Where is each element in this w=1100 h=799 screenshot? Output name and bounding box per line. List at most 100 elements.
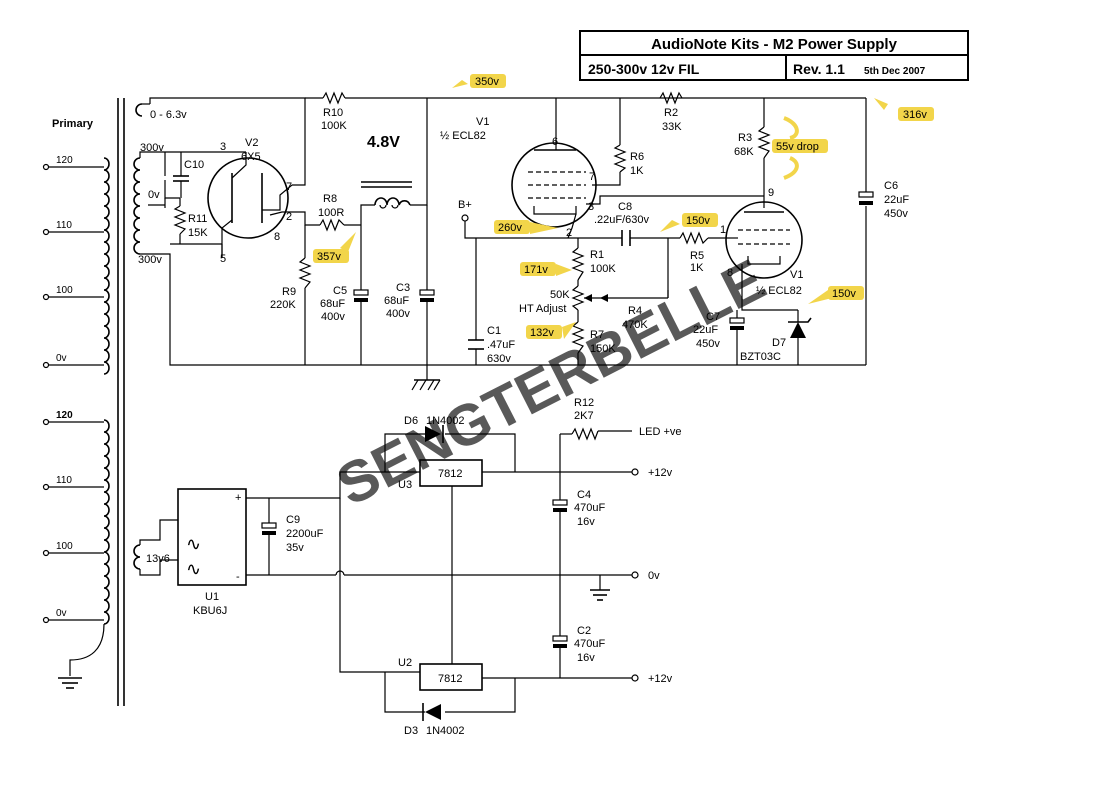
svg-text:C6: C6 <box>884 180 898 192</box>
tag-350v: 350v <box>452 74 506 88</box>
svg-text:6: 6 <box>552 136 558 148</box>
svg-text:260v: 260v <box>498 222 522 234</box>
svg-text:1: 1 <box>720 224 726 236</box>
capacitor-C2: C2 470uF 16v <box>552 625 605 664</box>
svg-text:C8: C8 <box>618 201 632 213</box>
resistor-R3: R3 68K <box>734 126 771 159</box>
resistor-R11: R11 15K <box>173 205 208 239</box>
resistor-R5: R5 1K <box>679 231 709 274</box>
primary-winding-1 <box>103 157 110 375</box>
resistor-R9: R9 220K <box>270 257 312 311</box>
revision-text: Rev. 1.1 <box>793 61 845 77</box>
svg-text:R9: R9 <box>282 286 296 298</box>
svg-text:R5: R5 <box>690 250 704 262</box>
svg-text:110: 110 <box>56 220 72 231</box>
resistor-R7: R7 150K <box>571 321 616 355</box>
svg-text:C4: C4 <box>577 489 591 501</box>
svg-text:R6: R6 <box>630 151 644 163</box>
potentiometer-ht-adjust[interactable]: 50K HT Adjust <box>519 285 592 315</box>
svg-text:450v: 450v <box>696 338 720 350</box>
svg-text:470K: 470K <box>622 319 648 331</box>
svg-text:1N4002: 1N4002 <box>426 415 465 427</box>
svg-text:16v: 16v <box>577 652 595 664</box>
svg-text:R1: R1 <box>590 249 604 261</box>
tube-V1a: V1 ½ ECL82 6 7 3 2 <box>440 116 597 239</box>
primary-winding-2 <box>103 419 110 625</box>
capacitor-C8: C8 .22uF/630v <box>594 201 650 246</box>
svg-text:C2: C2 <box>577 625 591 637</box>
svg-text:1K: 1K <box>690 262 704 274</box>
resistor-R2: R2 33K <box>659 91 683 133</box>
svg-text:.22uF/630v: .22uF/630v <box>594 214 650 226</box>
svg-text:5: 5 <box>220 253 226 265</box>
svg-text:V2: V2 <box>245 137 258 149</box>
svg-text:C5: C5 <box>333 285 347 297</box>
output-terminals: +12v 0v +12v <box>631 467 673 685</box>
svg-text:.47uF: .47uF <box>487 339 515 351</box>
out-mid-label: 0v <box>648 570 660 582</box>
resistor-R4: R4 470K <box>600 290 669 331</box>
svg-text:½ ECL82: ½ ECL82 <box>756 285 802 297</box>
heater-winding <box>135 103 143 117</box>
svg-text:D7: D7 <box>772 337 786 349</box>
tag-150v-cathode: 150v <box>808 286 864 304</box>
svg-text:22uF: 22uF <box>693 324 718 336</box>
svg-text:15K: 15K <box>188 227 208 239</box>
svg-text:R12: R12 <box>574 397 594 409</box>
diode-D3: D3 1N4002 <box>404 703 465 737</box>
ht-wiring <box>139 97 867 380</box>
capacitor-C6: C6 22uF 450v <box>858 180 909 220</box>
svg-text:U1: U1 <box>205 591 219 603</box>
svg-text:110: 110 <box>56 475 72 486</box>
zener-D7: D7 BZT03C <box>740 317 812 363</box>
svg-text:2: 2 <box>286 211 292 223</box>
date-text: 5th Dec 2007 <box>864 66 926 77</box>
svg-text:KBU6J: KBU6J <box>193 605 227 617</box>
svg-text:C1: C1 <box>487 325 501 337</box>
tag-150v-grid: 150v <box>660 213 718 232</box>
title-text: AudioNote Kits - M2 Power Supply <box>651 36 898 53</box>
svg-text:100K: 100K <box>321 120 347 132</box>
svg-text:C10: C10 <box>184 159 204 171</box>
svg-text:R3: R3 <box>738 132 752 144</box>
svg-text:R4: R4 <box>628 305 642 317</box>
out-bot-label: +12v <box>648 673 673 685</box>
resistor-R8: R8 100R <box>318 193 345 232</box>
resistor-R12: R12 2K7 LED +ve <box>571 397 682 441</box>
svg-text:½ ECL82: ½ ECL82 <box>440 130 486 142</box>
tag-357v: 357v <box>313 232 356 263</box>
svg-text:C9: C9 <box>286 514 300 526</box>
svg-text:400v: 400v <box>386 308 410 320</box>
spec-text: 250-300v 12v FIL <box>588 61 700 77</box>
primary-ground-symbol <box>58 677 82 689</box>
primary-taps-2: 120 110 100 0v <box>42 410 104 624</box>
capacitor-C1: C1 .47uF 630v <box>468 325 515 365</box>
tag-260v: 260v <box>494 220 558 234</box>
choke-inductor: 4.8V <box>361 134 412 209</box>
svg-text:68uF: 68uF <box>320 298 345 310</box>
diode-D6: D6 1N4002 <box>404 415 465 443</box>
svg-text:50K: 50K <box>550 289 570 301</box>
svg-text:357v: 357v <box>317 251 341 263</box>
svg-text:R2: R2 <box>664 107 678 119</box>
svg-text:R8: R8 <box>323 193 337 205</box>
capacitor-C4: C4 470uF 16v <box>552 489 605 528</box>
svg-text:120: 120 <box>56 410 73 421</box>
capacitor-C9: C9 2200uF 35v <box>261 514 324 554</box>
out-top-label: +12v <box>648 467 673 479</box>
svg-text:V1: V1 <box>790 269 803 281</box>
ht-bottom-label: 300v <box>138 254 162 266</box>
bridge-rectifier-U1: + - ∿ ∿ U1 KBU6J <box>177 488 247 617</box>
svg-text:C3: C3 <box>396 282 410 294</box>
svg-text:3: 3 <box>588 201 594 213</box>
chassis-ground-symbol <box>411 379 441 391</box>
svg-text:6X5: 6X5 <box>241 151 261 163</box>
svg-text:316v: 316v <box>903 109 927 121</box>
svg-text:9: 9 <box>768 187 774 199</box>
mains-transformer: Primary 120 110 100 0v 120 110 100 0v <box>42 98 187 706</box>
tag-55v-drop: 55v drop <box>772 116 828 180</box>
capacitor-C5: C5 68uF 400v <box>320 285 369 323</box>
capacitor-C7: C7 22uF 450v <box>693 311 745 350</box>
svg-text:∿: ∿ <box>186 559 201 579</box>
